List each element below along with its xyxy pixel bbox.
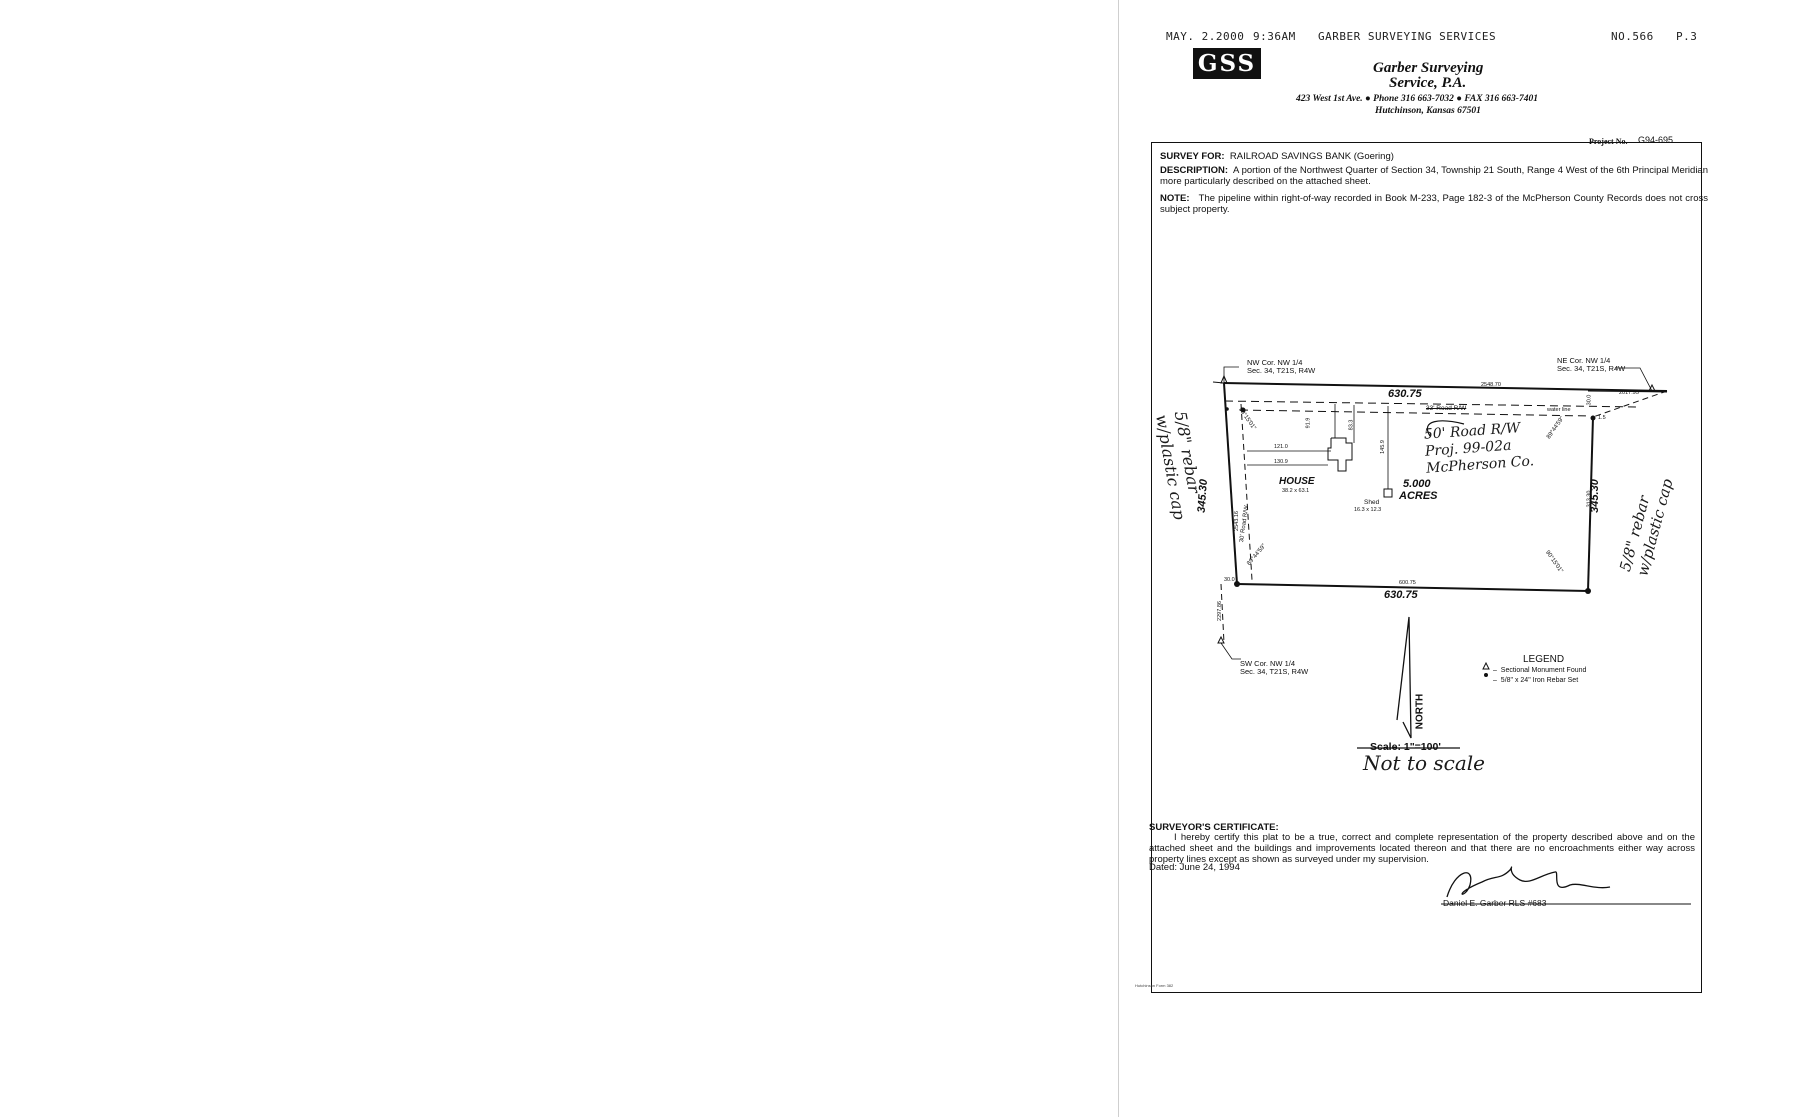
survey-for: SURVEY FOR: RAILROAD SAVINGS BANK (Goeri… — [1160, 151, 1394, 162]
ne-small-dimension: 2017.95 — [1619, 390, 1639, 396]
shed-dimensions: 16.3 x 12.3 — [1354, 507, 1382, 513]
water-line-label: water line — [1547, 407, 1571, 413]
description-text: A portion of the Northwest Quarter of Se… — [1160, 165, 1708, 187]
monument-marker — [1648, 383, 1656, 392]
rebar-marker — [1590, 415, 1596, 421]
ne-corner-label: NE Cor. NW 1/4 Sec. 34, T21S, R4W — [1557, 356, 1626, 373]
company-address: 423 West 1st Ave. ● Phone 316 663-7032 ●… — [1296, 94, 1538, 104]
shed-outline — [1383, 488, 1393, 498]
water-line — [1239, 409, 1591, 417]
dim-91: 91.9 — [1305, 417, 1312, 429]
description-label: DESCRIPTION: — [1160, 165, 1229, 176]
legend-item-monument: – Sectional Monument Found — [1493, 667, 1587, 674]
east-small-dimension: 313.30 — [1586, 490, 1593, 508]
ne-corner-leader — [1615, 367, 1653, 392]
north-arrow — [1396, 616, 1412, 739]
monument-marker — [1220, 374, 1228, 384]
company-name-line2: Service, P.A. — [1389, 75, 1467, 91]
south-dimension: 630.75 — [1384, 589, 1418, 601]
dim-145: 145.9 — [1379, 440, 1386, 454]
ne-tie-line — [1592, 390, 1668, 418]
road-row-label: 33' Road R/W — [1426, 405, 1467, 412]
legend-rebar-symbol — [1484, 673, 1488, 677]
acreage-value: 5.000 — [1403, 478, 1431, 490]
boundary-north — [1223, 382, 1668, 392]
monument-marker — [1217, 635, 1225, 644]
road-row-line — [1224, 400, 1641, 408]
survey-for-label: SURVEY FOR: — [1160, 151, 1225, 162]
boundary-south — [1236, 583, 1589, 592]
nw-corner-leader — [1223, 366, 1239, 383]
dim-121: 121.0 — [1274, 444, 1288, 450]
project-label: Project No. — [1589, 137, 1628, 146]
fax-time: 9:36AM — [1253, 30, 1296, 43]
certificate-dated: Dated: June 24, 1994 — [1149, 862, 1240, 873]
nw-corner-label: NW Cor. NW 1/4 Sec. 34, T21S, R4W — [1247, 358, 1316, 375]
fax-number: NO.566 — [1611, 30, 1654, 43]
west-small-dimension: 2543.16 — [1233, 511, 1240, 531]
company-name-line1: Garber Surveying — [1373, 60, 1484, 76]
dim-83: 83.3 — [1348, 419, 1355, 431]
fax-date: MAY. 2.2000 — [1166, 30, 1245, 43]
sw-vertical-dimension: 2297.86 — [1216, 601, 1223, 621]
legend-monument-symbol — [1482, 661, 1490, 670]
ne-tiny-dimension: 30.0 — [1586, 394, 1593, 406]
boundary-east — [1587, 416, 1594, 592]
sw-corner-leader — [1220, 642, 1241, 660]
rebar-marker — [1225, 407, 1229, 411]
survey-for-value: RAILROAD SAVINGS BANK (Goering) — [1229, 151, 1394, 162]
survey-note: NOTE: The pipeline within right-of-way r… — [1160, 193, 1708, 215]
north-label: NORTH — [1414, 693, 1426, 730]
project-number: G94-695 — [1638, 135, 1674, 145]
rebar-marker — [1240, 407, 1246, 413]
surveyor-name: Daniel E. Garber RLS #683 — [1443, 898, 1547, 908]
legend-title: LEGEND — [1523, 654, 1565, 665]
form-footer: Hutchinson Form 382 — [1135, 983, 1174, 988]
survey-frame — [1151, 142, 1702, 993]
hand-arrow — [1427, 420, 1465, 437]
acreage-unit: ACRES — [1399, 490, 1438, 502]
house-label: HOUSE — [1279, 476, 1315, 487]
bottom-small-dimension: 600.75 — [1399, 580, 1416, 586]
survey-description: DESCRIPTION: A portion of the Northwest … — [1160, 165, 1708, 187]
legend-item-rebar: – 5/8" x 24" Iron Rebar Set — [1493, 677, 1579, 684]
house-outline — [1327, 437, 1353, 472]
rebar-marker — [1234, 581, 1240, 587]
dim-130: 130.9 — [1274, 459, 1288, 465]
house-dimensions: 38.2 x 63.1 — [1282, 488, 1310, 494]
not-to-scale-note: Not to scale — [1363, 751, 1485, 775]
scale-label: Scale: 1"=100' — [1370, 741, 1441, 753]
fax-page: P.3 — [1676, 30, 1698, 43]
boundary-west — [1223, 382, 1238, 585]
note-text: The pipeline within right-of-way recorde… — [1160, 193, 1708, 215]
sw-corner-label: SW Cor. NW 1/4 Sec. 34, T21S, R4W — [1240, 659, 1309, 676]
north-dimension: 630.75 — [1388, 388, 1422, 400]
company-logo: GSS — [1193, 48, 1261, 79]
certificate-title: SURVEYOR'S CERTIFICATE: — [1149, 822, 1279, 833]
certificate-text: I hereby certify this plat to be a true,… — [1149, 832, 1695, 865]
top-small-dimension: 2548.70 — [1481, 382, 1501, 388]
note-label: NOTE: — [1160, 193, 1190, 204]
shed-label: Shed — [1364, 499, 1380, 506]
company-city: Hutchinson, Kansas 67501 — [1375, 106, 1481, 116]
sw-small-dimension: 30.0 — [1224, 577, 1235, 583]
rebar-marker — [1585, 588, 1591, 594]
page-edge — [1118, 0, 1119, 1117]
dim-1-5: 1.5 — [1598, 415, 1606, 421]
fax-sender: GARBER SURVEYING SERVICES — [1318, 30, 1497, 43]
section-line-north — [1587, 390, 1668, 393]
handwritten-road-note: 50' Road R/W Proj. 99-02a McPherson Co. — [1423, 420, 1535, 477]
signature-scribble — [1446, 866, 1611, 898]
